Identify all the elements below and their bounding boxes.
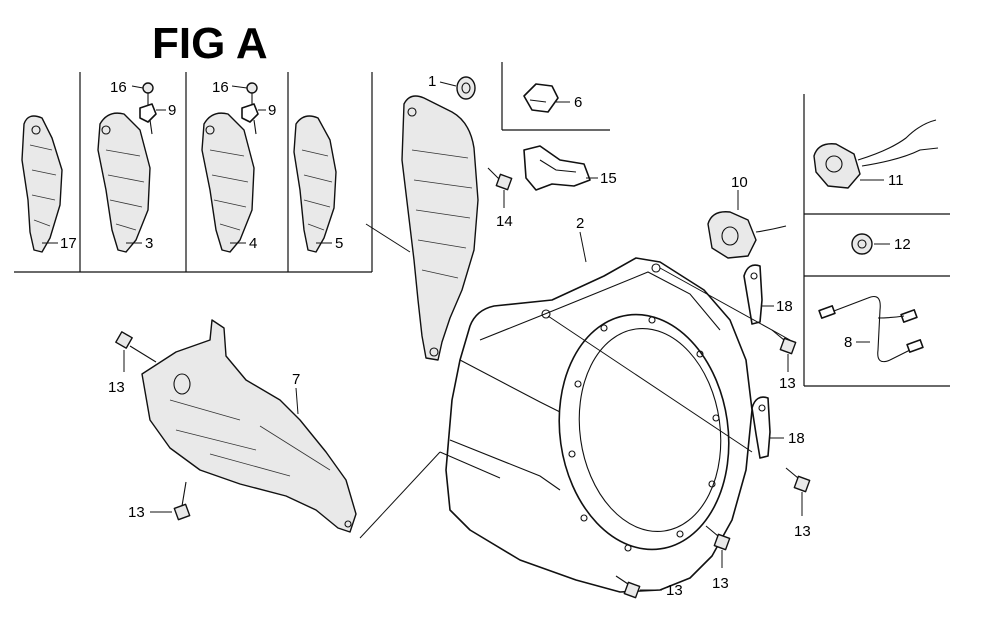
- part-13-screw-e: [705, 525, 731, 551]
- part-11-sensor: [813, 119, 939, 189]
- callout-13-b: 13: [128, 504, 145, 521]
- part-13-screw-c: [771, 329, 797, 355]
- callout-5: 5: [335, 235, 343, 252]
- part-13-screw-b: [173, 481, 191, 521]
- part-6-clip: [501, 62, 610, 131]
- part-8-harness: [818, 295, 924, 363]
- part-1-nut: [456, 76, 476, 100]
- callout-2: 2: [576, 215, 584, 232]
- part-9-clip-a: [139, 103, 157, 135]
- callout-3: 3: [145, 235, 153, 252]
- callout-18-b: 18: [788, 430, 805, 447]
- part-5-side-cover: [293, 115, 337, 253]
- callout-12: 12: [894, 236, 911, 253]
- part-12-nut: [851, 233, 873, 255]
- callout-11: 11: [888, 172, 904, 189]
- part-2-fan-housing: [445, 257, 753, 593]
- callout-13-c: 13: [779, 375, 796, 392]
- callout-13-a: 13: [108, 379, 125, 396]
- right-inset-frame: [803, 94, 950, 387]
- part-3-side-cover: [97, 112, 151, 253]
- callout-13-f: 13: [666, 582, 683, 599]
- callout-6: 6: [574, 94, 582, 111]
- callout-10: 10: [731, 174, 748, 191]
- part-13-screw-a: [115, 331, 157, 363]
- part-10-switch: [707, 211, 787, 259]
- part-17-side-cover: [21, 115, 63, 253]
- callout-14: 14: [496, 213, 513, 230]
- main-side-cover: [401, 95, 479, 361]
- figure-title: FIG A: [152, 19, 268, 68]
- callout-13-e: 13: [712, 575, 729, 592]
- part-4-side-cover: [201, 112, 255, 253]
- part-7-air-guide: [141, 319, 357, 533]
- callout-9-b: 9: [268, 102, 276, 119]
- part-13-screw-f: [615, 575, 641, 599]
- callout-17: 17: [60, 235, 77, 252]
- callout-7: 7: [292, 371, 300, 388]
- part-18-bracket-a: [743, 264, 763, 325]
- callout-18-a: 18: [776, 298, 793, 315]
- part-15-bracket: [523, 145, 591, 191]
- callout-16-a: 16: [110, 79, 127, 96]
- callout-9-a: 9: [168, 102, 176, 119]
- callout-1: 1: [428, 73, 436, 90]
- callout-15: 15: [600, 170, 617, 187]
- part-9-clip-b: [241, 103, 259, 135]
- callout-16-b: 16: [212, 79, 229, 96]
- variant-panels-inset: [14, 72, 373, 273]
- callout-8: 8: [844, 334, 852, 351]
- part-18-bracket-b: [751, 396, 771, 459]
- part-14-screw: [487, 167, 513, 191]
- part-13-screw-d: [785, 467, 811, 493]
- callout-13-d: 13: [794, 523, 811, 540]
- callout-4: 4: [249, 235, 257, 252]
